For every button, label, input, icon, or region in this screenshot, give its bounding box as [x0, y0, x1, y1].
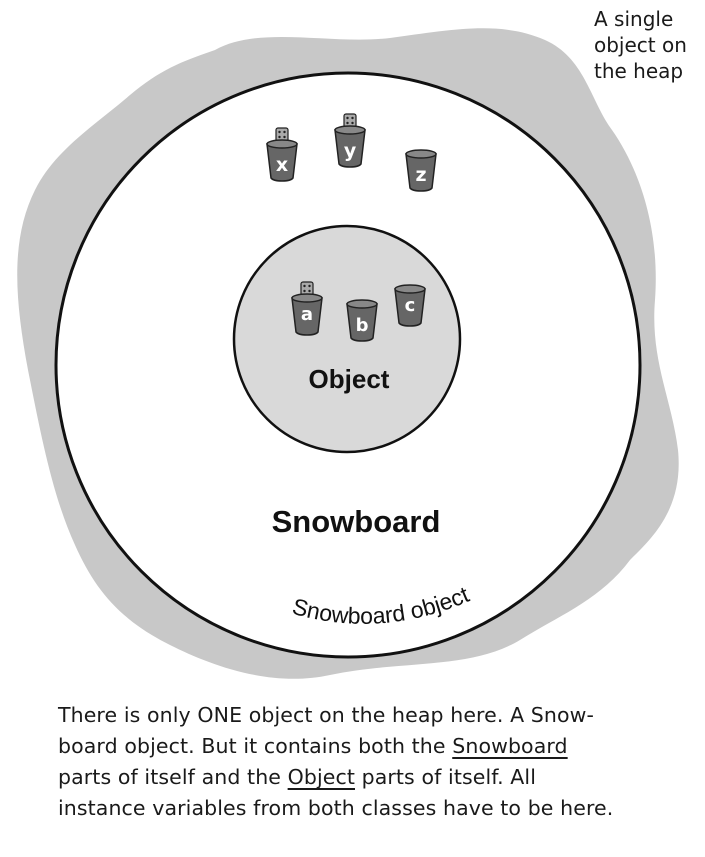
annotation-line-2: object on [594, 33, 687, 57]
variable-z-label: z [415, 164, 426, 186]
variable-c-cup: c [394, 284, 426, 327]
caption: There is only ONE object on the heap her… [58, 700, 698, 824]
annotation-line-1: A single [594, 7, 674, 31]
variable-b-label: b [356, 315, 369, 336]
caption-line-3-text-b: parts of itself. All [355, 765, 537, 789]
object-class-label: Object [309, 364, 390, 394]
caption-object-underlined: Object [287, 765, 355, 789]
variable-a-label: a [301, 304, 313, 325]
variable-x-label: x [276, 154, 288, 176]
heap-annotation: A single object on the heap [594, 6, 704, 84]
variable-y-cup: y [334, 113, 366, 168]
caption-line-2-text: board object. But it contains both the [58, 734, 453, 758]
variable-z-cup: z [405, 149, 437, 192]
object-class-circle [232, 224, 462, 454]
variable-b-cup: b [346, 299, 378, 342]
variable-x-cup: x [266, 127, 298, 182]
variable-a-cup: a [291, 281, 323, 336]
heap-diagram: x y z a b c Object Snowboard Snowboard o… [17, 28, 679, 679]
caption-line-3-text-a: parts of itself and the [58, 765, 288, 789]
caption-line-4: instance variables from both classes hav… [58, 796, 614, 820]
caption-line-2: board object. But it contains both the S… [58, 731, 698, 762]
snowboard-class-label: Snowboard [272, 504, 441, 539]
caption-line-1: There is only ONE object on the heap her… [58, 703, 595, 727]
annotation-line-3: the heap [594, 59, 684, 83]
variable-y-label: y [344, 140, 357, 162]
caption-line-3: parts of itself and the Object parts of … [58, 762, 698, 793]
caption-snowboard-underlined: Snowboard [452, 734, 568, 758]
variable-c-label: c [405, 295, 416, 316]
